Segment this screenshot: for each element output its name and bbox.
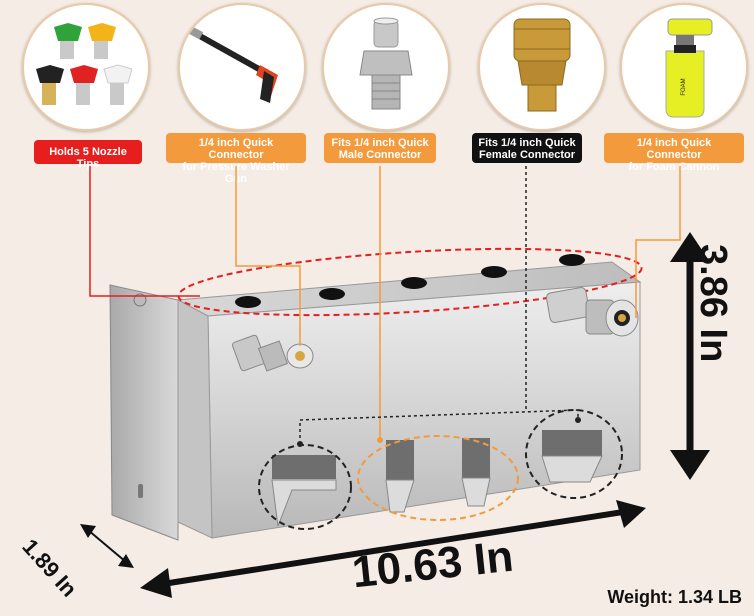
nozzle-hole-3 [401,277,427,289]
nozzle-tips-circle [22,3,150,131]
foam-cannon-circle: FOAM [620,3,748,131]
depth-arrow [80,524,134,568]
back-flange [109,284,179,541]
mount-screw [133,293,147,307]
female-connector-label-line2: Female Connector [479,149,575,161]
nozzle-hole-1 [235,296,261,308]
pressure-washer-gun-icon [188,26,278,103]
slot-mid-1 [386,440,414,480]
leader-foam [635,166,681,318]
width-arrow [140,500,646,598]
leader-dot-1 [297,441,303,447]
gun-connector-label-line1: 1/4 inch Quick Connector [198,137,274,161]
nozzle-hole-5 [559,254,585,266]
foam-connector-label-line1: 1/4 inch Quick Connector [636,137,712,161]
male-quick-connector [231,334,314,372]
nozzle-hole-4 [481,266,507,278]
foam-connector-label-line2: for Foam Cannon [628,161,720,173]
male-connector-label-line1: Fits 1/4 inch Quick [331,137,429,149]
highlight-right [525,409,623,499]
female-connector-icon [513,18,571,112]
male-connector-label: Fits 1/4 inch Quick Male Connector [324,133,436,163]
female-quick-connector [545,287,639,337]
svg-text:FOAM: FOAM [681,78,687,95]
weight-label: Weight: 1.34 LB [607,587,742,607]
left-side-face [177,299,213,539]
foam-connector-label: 1/4 inch Quick Connector for Foam Cannon [604,133,744,173]
female-connector-circle [478,3,606,131]
height-arrow [670,232,710,480]
leader-gun [235,166,301,346]
front-face [207,281,641,539]
leader-nozzle [89,166,200,297]
leader-dot-3 [377,437,383,443]
pressure-washer-gun-circle [178,3,306,131]
slot-right [542,430,602,456]
male-connector-icon [359,17,413,110]
female-connector-label: Fits 1/4 inch Quick Female Connector [472,133,582,163]
leader-dot-2 [575,417,581,423]
hanger-mid-1 [385,479,415,513]
male-connector-circle [322,3,450,131]
leader-hangers [299,409,579,438]
hanger-right [541,455,603,483]
foam-cannon-icon: FOAM [665,18,713,118]
mount-slot [138,484,143,498]
hanger-mid-2 [461,477,491,507]
hanger-left [271,479,337,527]
height-dimension: 3.86 In [692,244,734,363]
male-connector-label-line2: Male Connector [338,149,422,161]
highlight-left [258,444,352,530]
female-connector-label-line1: Fits 1/4 inch Quick [478,137,576,149]
highlight-middle [357,435,519,521]
slot-left [272,455,336,479]
nozzle-tips-icon [36,23,133,105]
nozzle-tips-label: Holds 5 Nozzle Tips [34,140,142,170]
nozzle-hole-2 [319,288,345,300]
